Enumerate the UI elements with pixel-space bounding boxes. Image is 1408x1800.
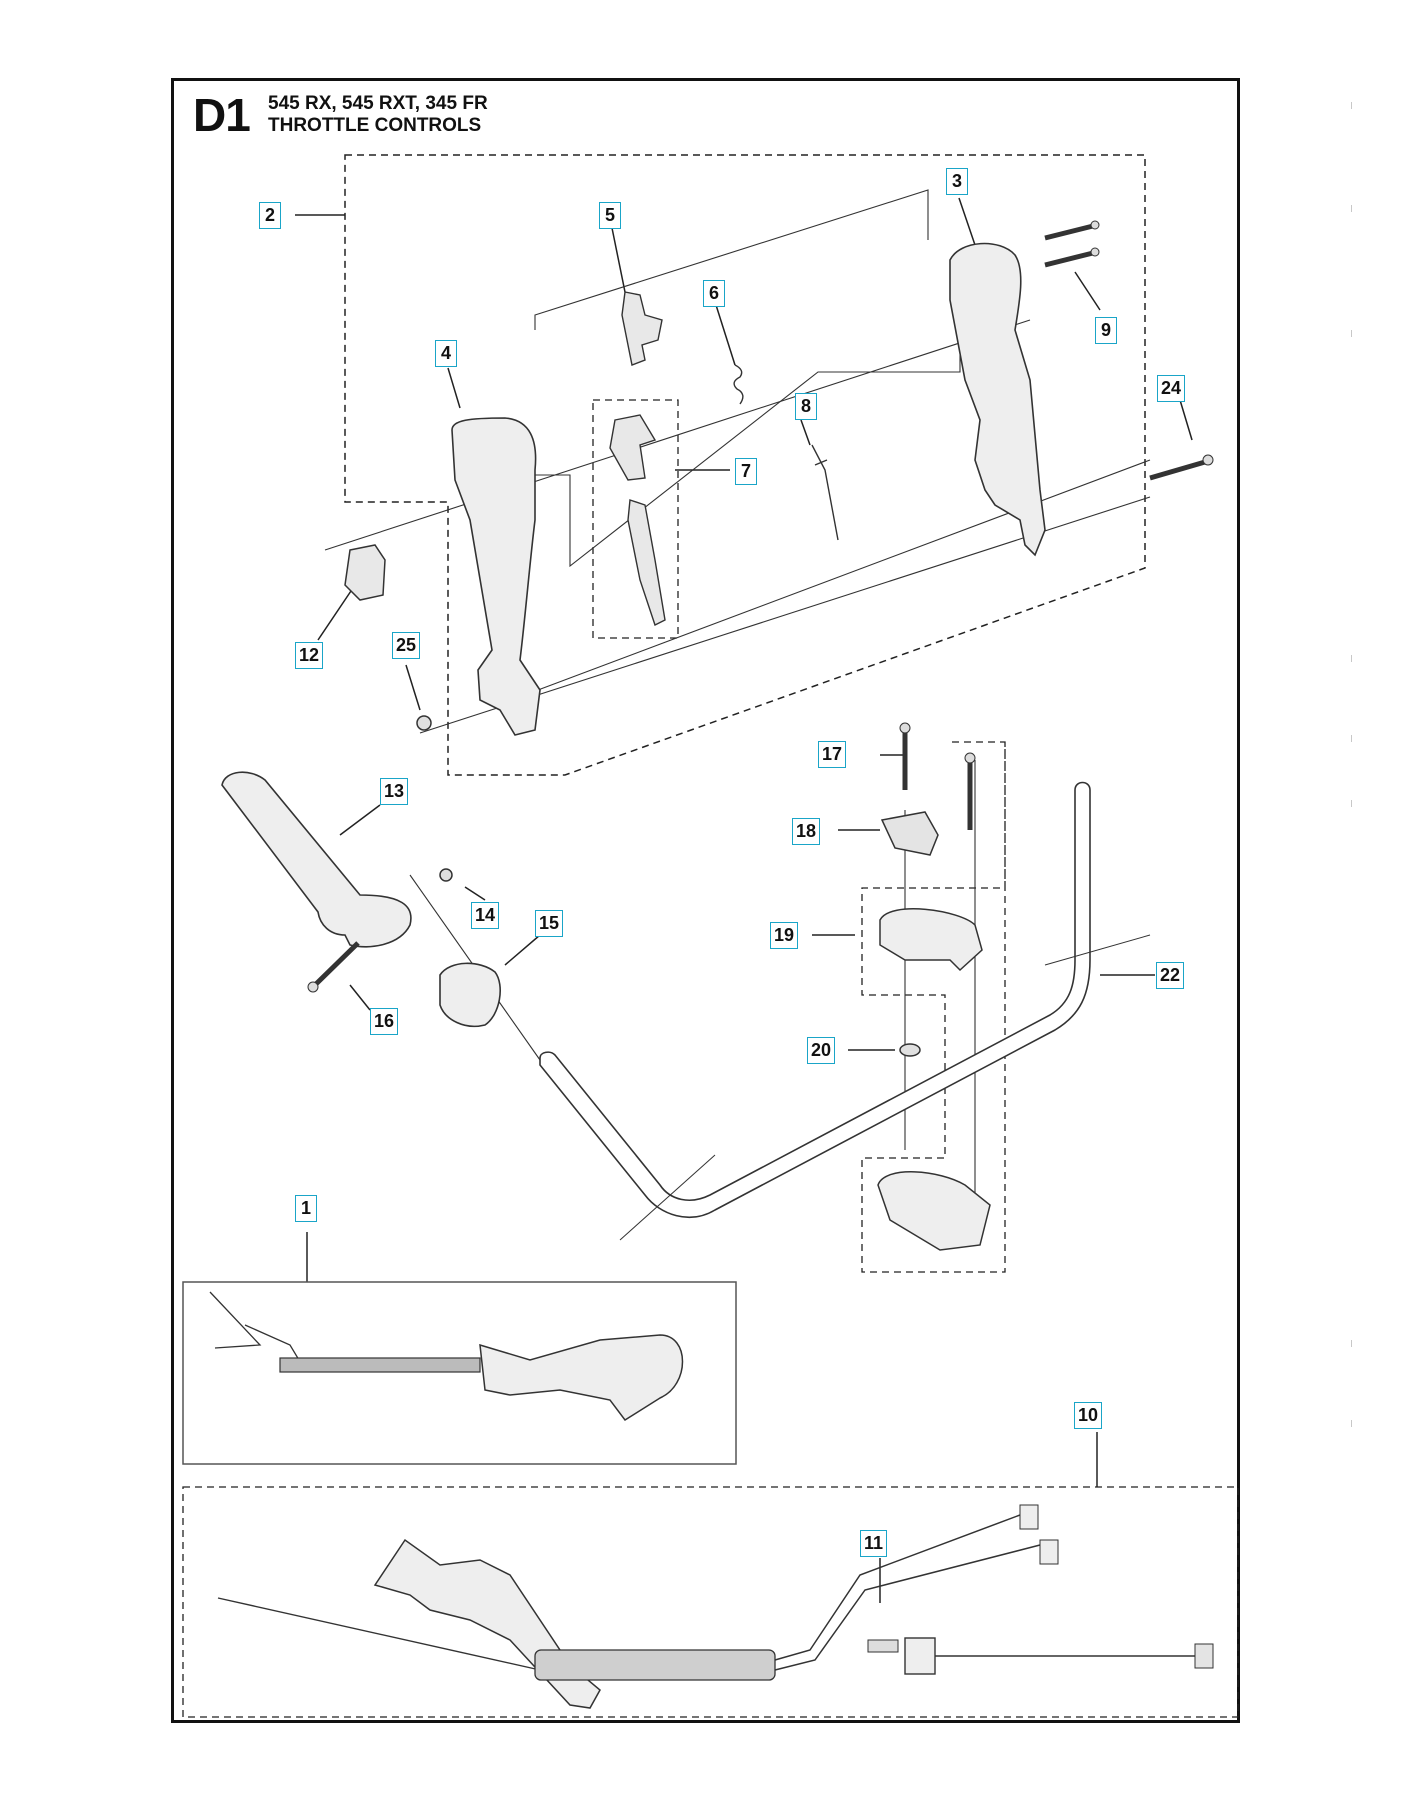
leader-9	[1074, 271, 1101, 311]
callout-6[interactable]: 6	[703, 280, 725, 307]
leader-16	[349, 984, 371, 1011]
lockout-part-upper	[609, 414, 657, 481]
callout-17[interactable]: 17	[818, 741, 847, 768]
callout-2[interactable]: 2	[259, 202, 281, 229]
grip-part	[221, 771, 412, 948]
assembly-box-1	[182, 1281, 737, 1465]
callout-10[interactable]: 10	[1074, 1402, 1103, 1429]
callout-25[interactable]: 25	[392, 632, 421, 659]
spring-part	[733, 364, 744, 405]
leader-25	[405, 664, 421, 711]
callout-11[interactable]: 11	[860, 1530, 888, 1557]
leader-14	[464, 886, 486, 901]
throttle-cable-10	[217, 1504, 1214, 1709]
callout-12[interactable]: 12	[295, 642, 324, 669]
assembly-outline-7	[592, 399, 679, 639]
long-bolt	[964, 752, 976, 830]
leader-3	[958, 197, 976, 246]
page-edge-mark	[1351, 800, 1352, 807]
alignment-line	[537, 459, 1151, 691]
switch-part	[344, 544, 386, 601]
callout-7[interactable]: 7	[735, 458, 757, 485]
callout-24[interactable]: 24	[1157, 375, 1186, 402]
screw-24	[1149, 454, 1214, 481]
page-edge-mark	[1351, 205, 1352, 212]
leader-8	[800, 419, 811, 446]
assembly-outline-clamp	[861, 741, 1006, 1273]
callout-13[interactable]: 13	[380, 778, 409, 805]
screw-9	[1044, 220, 1100, 241]
bolt-17	[899, 722, 911, 790]
leader-6	[715, 304, 736, 366]
assembly-outline-2	[344, 154, 1146, 776]
page-code: D1	[193, 89, 251, 141]
clamp-top-part	[879, 908, 983, 972]
handlebar-part	[539, 781, 1091, 1218]
diagram-frame	[171, 78, 1240, 1723]
nut-14-part	[439, 868, 453, 882]
throttle-assembly-1	[209, 1291, 684, 1422]
callout-1[interactable]: 1	[295, 1195, 317, 1222]
wire-part	[811, 444, 839, 541]
handle-half-part	[949, 242, 1046, 557]
knob-part	[439, 962, 501, 1027]
callout-18[interactable]: 18	[792, 818, 821, 845]
callout-20[interactable]: 20	[807, 1037, 836, 1064]
screw-16	[307, 941, 360, 993]
assembly-box-10	[182, 1486, 1239, 1718]
page-edge-mark	[1351, 102, 1352, 109]
alignment-line	[495, 355, 961, 568]
callout-9[interactable]: 9	[1095, 317, 1117, 344]
page-edge-mark	[1351, 1420, 1352, 1427]
screw-9b	[1044, 247, 1100, 268]
leader-15	[504, 934, 541, 966]
callout-15[interactable]: 15	[535, 910, 564, 937]
alignment-line	[534, 189, 929, 330]
lockout-part-lower	[627, 499, 666, 626]
page-edge-mark	[1351, 1340, 1352, 1347]
model-list: 545 RX, 545 RXT, 345 FR	[268, 93, 488, 114]
page-edge-mark	[1351, 735, 1352, 742]
callout-16[interactable]: 16	[370, 1008, 399, 1035]
callout-14[interactable]: 14	[471, 902, 500, 929]
callout-22[interactable]: 22	[1156, 962, 1185, 989]
callout-5[interactable]: 5	[599, 202, 621, 229]
callout-19[interactable]: 19	[770, 922, 799, 949]
washer-part	[899, 1043, 921, 1057]
leader-12	[317, 584, 356, 641]
alignment-line	[324, 319, 1031, 551]
section-title: THROTTLE CONTROLS	[268, 115, 482, 136]
leader-24	[1179, 399, 1193, 441]
clamp-bottom-part	[877, 1171, 991, 1251]
page-edge-mark	[1351, 655, 1352, 662]
callout-8[interactable]: 8	[795, 393, 817, 420]
alignment-line	[1044, 934, 1151, 966]
alignment-line	[619, 1154, 716, 1241]
plate-part	[880, 811, 939, 856]
trigger-part	[621, 291, 663, 366]
page-edge-mark	[1351, 330, 1352, 337]
leader-5	[611, 227, 626, 293]
nut-part	[416, 715, 432, 731]
leader-4	[447, 367, 461, 409]
leader-13	[339, 804, 381, 836]
rear-handle-part	[451, 417, 541, 736]
callout-4[interactable]: 4	[435, 340, 457, 367]
callout-3[interactable]: 3	[946, 168, 968, 195]
